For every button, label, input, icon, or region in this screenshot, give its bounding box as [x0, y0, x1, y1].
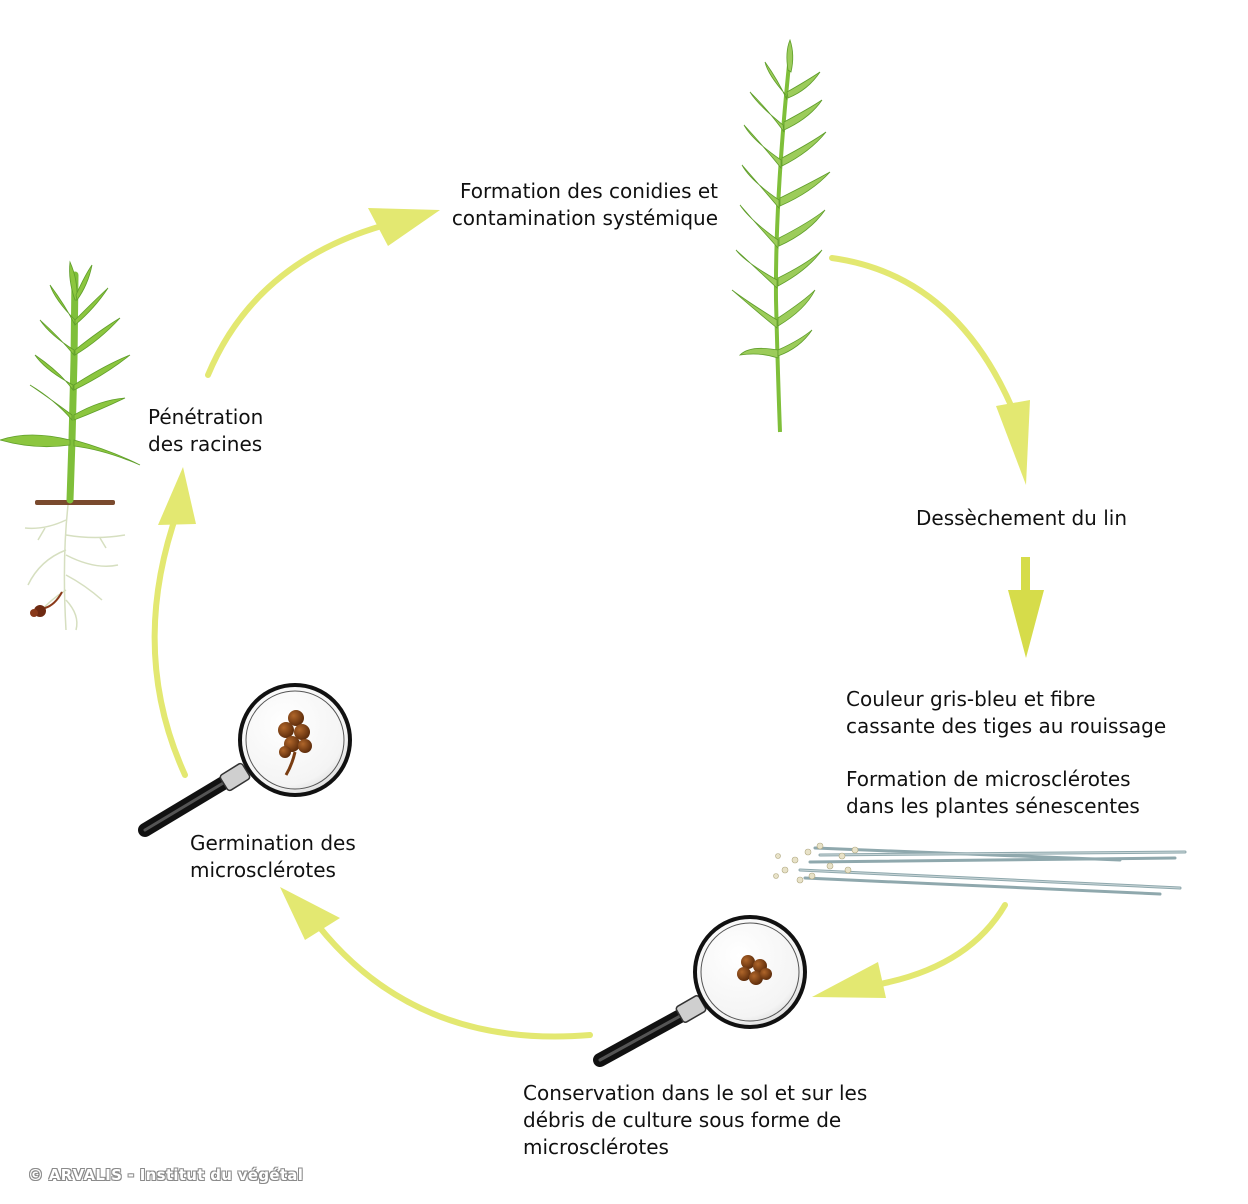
plant-young-icon — [0, 260, 141, 631]
arrow-couleur-to-conservation — [872, 902, 1008, 988]
label-line: dans les plantes sénescentes — [846, 794, 1140, 818]
label-line: Conservation dans le sol et sur les — [523, 1081, 868, 1105]
label-line: microsclérotes — [523, 1135, 669, 1159]
label-line: Pénétration — [148, 405, 264, 429]
sclerote-cluster — [278, 710, 312, 776]
arrowhead-couleur — [1008, 590, 1044, 658]
label-formation-microsclerotes: Formation de microsclérotes dans les pla… — [846, 766, 1140, 820]
label-formation-conidies: Formation des conidies et contamination … — [440, 178, 718, 232]
magnifier-icon — [593, 915, 807, 1067]
arrowhead-dessechement — [996, 400, 1030, 485]
label-line: microsclérotes — [190, 858, 336, 882]
dry-stems-icon — [773, 842, 1187, 896]
arrowhead-conservation — [812, 962, 886, 998]
sclerote-cluster — [737, 955, 772, 985]
label-couleur: Couleur gris-bleu et fibre cassante des … — [846, 686, 1166, 740]
label-line: cassante des tiges au rouissage — [846, 714, 1167, 738]
arrow-conservation-to-germination — [307, 912, 593, 1040]
arrowhead-penetration — [158, 467, 196, 525]
label-dessechement: Dessèchement du lin — [916, 505, 1127, 532]
arrow-penetration-to-formation — [205, 222, 388, 378]
label-line: des racines — [148, 432, 263, 456]
label-line: Formation de microsclérotes — [846, 767, 1131, 791]
label-line: Formation des conidies et — [459, 179, 718, 203]
arrow-germination-to-penetration — [151, 507, 188, 778]
label-penetration: Pénétration des racines — [148, 404, 263, 458]
arrowhead-formation — [368, 208, 440, 246]
label-germination: Germination des microsclérotes — [190, 830, 356, 884]
arrow-dessechement-shaft — [1021, 557, 1030, 597]
plant-mature-icon — [731, 38, 831, 433]
label-line: Germination des — [190, 831, 356, 855]
magnifier-icon — [138, 683, 352, 837]
arrowhead-germination — [280, 887, 340, 940]
label-line: Dessèchement du lin — [916, 506, 1128, 530]
label-line: contamination systémique — [451, 206, 718, 230]
label-conservation: Conservation dans le sol et sur les débr… — [523, 1080, 867, 1161]
label-line: débris de culture sous forme de — [523, 1108, 842, 1132]
copyright-notice: © ARVALIS - Institut du végétal — [28, 1166, 304, 1184]
arrow-formation-to-dessechement — [829, 255, 1016, 413]
label-line: Couleur gris-bleu et fibre — [846, 687, 1096, 711]
